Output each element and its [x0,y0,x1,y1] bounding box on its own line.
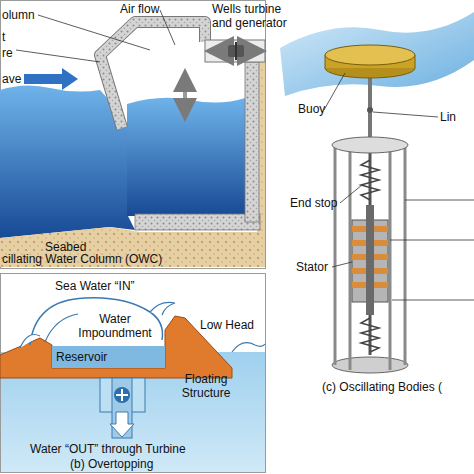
flow-label: Water “OUT” through Turbine [30,442,186,456]
part-label: ave [2,72,21,86]
part-label: Floating Structure [178,372,234,400]
part-label: Low Head [200,318,254,332]
flow-label: Air flow [120,2,159,16]
part-label: Stator [296,260,328,274]
part-label: End stop [290,196,337,210]
flow-label: Sea Water “IN” [55,279,135,293]
part-label: Buoy [298,102,325,116]
panel-caption: (b) Overtopping [70,457,153,471]
panel-caption: cillating Water Column (OWC) [2,252,162,266]
panel-caption: (c) Oscillating Bodies ( [322,380,442,394]
part-label: Water Impoundment [78,312,152,340]
part-label: olumn [2,8,35,22]
part-label: re [2,46,13,60]
part-label: Wells turbine and generator [212,2,292,30]
part-label: Reservoir [56,350,107,364]
part-label: t [2,30,5,44]
part-label: Seabed [45,240,86,254]
part-label: Lin [440,110,456,124]
